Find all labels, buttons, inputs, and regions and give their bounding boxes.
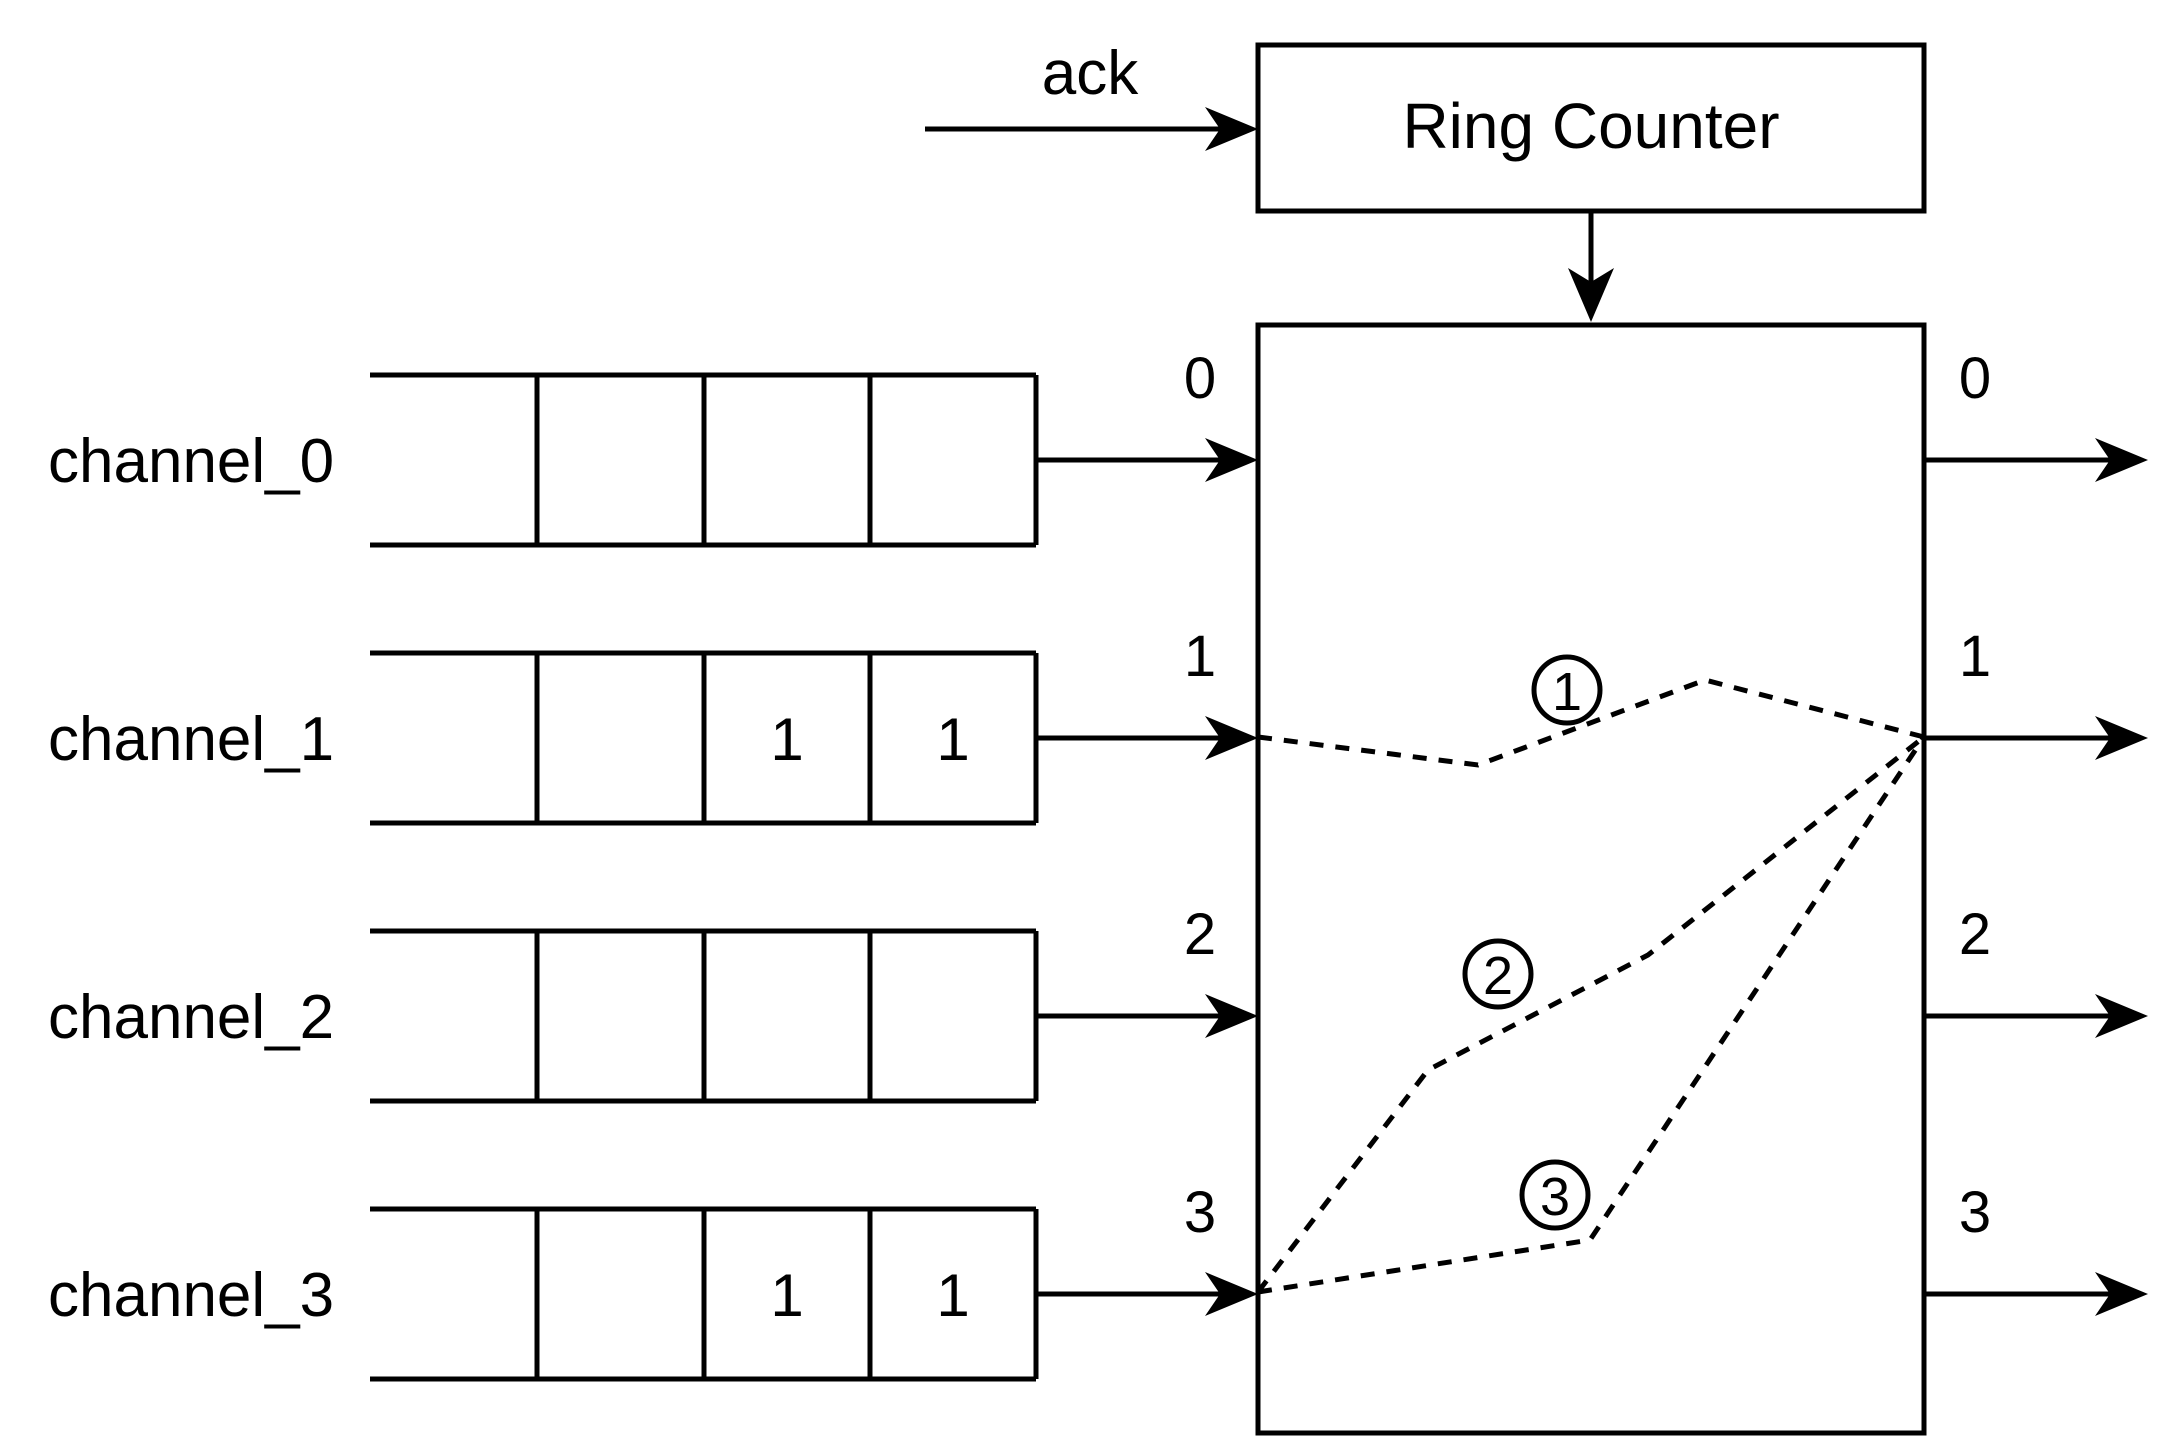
- input-arrowhead: [1205, 1272, 1258, 1316]
- queue-cell-value: 1: [770, 1262, 803, 1329]
- path-2: [1256, 735, 1926, 1294]
- input-port-3: 3: [1036, 1180, 1258, 1316]
- channel-label: channel_2: [48, 983, 334, 1052]
- output-arrowhead: [2095, 1272, 2148, 1316]
- queue-cell-value: 1: [936, 706, 969, 773]
- channel-label: channel_0: [48, 427, 334, 496]
- input-arrowhead: [1205, 716, 1258, 760]
- output-port-label: 0: [1959, 346, 1991, 411]
- ack-arrowhead: [1205, 107, 1258, 151]
- input-port-0: 0: [1036, 346, 1258, 482]
- input-port-label: 2: [1184, 902, 1216, 967]
- output-port-1: 1: [1924, 624, 2148, 760]
- path-3-marker: 3: [1540, 1167, 1570, 1227]
- output-port-0: 0: [1924, 346, 2148, 482]
- channel-queue-2: channel_2: [48, 928, 1039, 1104]
- input-port-label: 0: [1184, 346, 1216, 411]
- queue-cell-value: 1: [770, 706, 803, 773]
- queue-cell-value: 1: [936, 1262, 969, 1329]
- output-port-3: 3: [1924, 1180, 2148, 1316]
- output-ports: 0 1 2 3: [1924, 346, 2148, 1316]
- ack-label: ack: [1042, 39, 1139, 108]
- output-arrowhead: [2095, 438, 2148, 482]
- ring-counter-arrowhead: [1568, 268, 1614, 322]
- channel-queue-1: channel_1 1 1: [48, 650, 1039, 826]
- path-3-marker-circle: [1519, 1159, 1591, 1231]
- input-arrowhead: [1205, 994, 1258, 1038]
- ack-signal: ack: [925, 39, 1258, 151]
- output-port-label: 1: [1959, 624, 1991, 689]
- crossbar-switch-box: [1255, 322, 1927, 1436]
- channel-label: channel_1: [48, 705, 334, 774]
- input-port-2: 2: [1036, 902, 1258, 1038]
- path-2-marker-circle: [1462, 938, 1534, 1010]
- input-port-label: 1: [1184, 624, 1216, 689]
- output-arrowhead: [2095, 994, 2148, 1038]
- output-port-2: 2: [1924, 902, 2148, 1038]
- ring-counter-label: Ring Counter: [1402, 90, 1779, 162]
- path-3: [1257, 735, 1927, 1295]
- input-port-1: 1: [1036, 624, 1258, 760]
- path-1: [1257, 677, 1925, 768]
- path-1-marker-circle: [1531, 654, 1603, 726]
- output-port-label: 3: [1959, 1180, 1991, 1245]
- channel-queue-0: channel_0: [48, 372, 1039, 548]
- output-arrowhead: [2095, 716, 2148, 760]
- path-2-marker: 2: [1483, 946, 1513, 1006]
- input-ports: 0 1 2 3: [1036, 346, 1258, 1316]
- channel-queue-3: channel_3 1 1: [48, 1206, 1039, 1382]
- input-port-label: 3: [1184, 1180, 1216, 1245]
- path-1-marker: 1: [1552, 662, 1582, 722]
- grant-paths: 1 2 3: [1256, 654, 1927, 1295]
- channel-label: channel_3: [48, 1261, 334, 1330]
- channel-queues: channel_0 channel_1 1 1 channel_2 channel_3 1 1: [48, 372, 1039, 1382]
- ring-counter: Ring Counter: [1255, 42, 1927, 322]
- input-arrowhead: [1205, 438, 1258, 482]
- output-port-label: 2: [1959, 902, 1991, 967]
